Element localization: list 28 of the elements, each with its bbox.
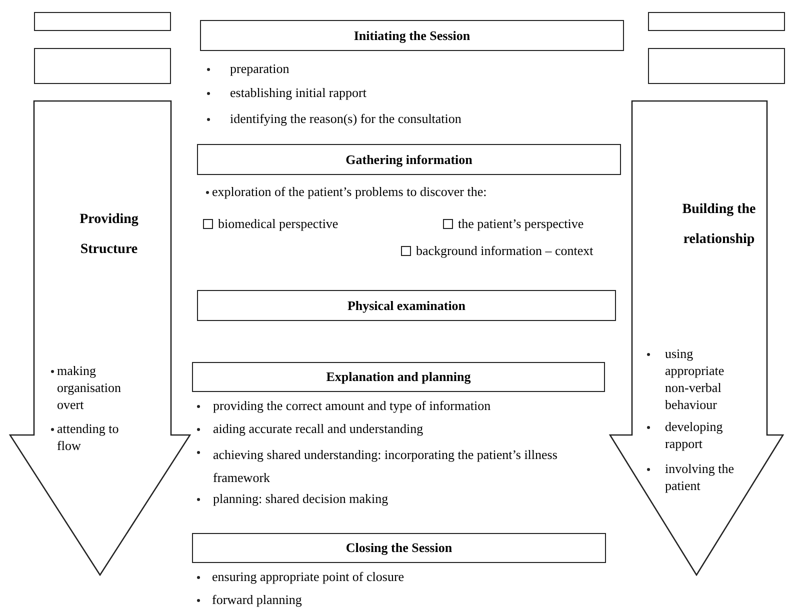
heading-box: Explanation and planning [192, 362, 605, 392]
bullet-text: biomedical perspective [218, 215, 338, 232]
bullet-text: aiding accurate recall and understanding [213, 420, 424, 437]
bullet-text: developing rapport [665, 418, 724, 452]
bullet-text: identifying the reason(s) for the consultation [230, 110, 462, 127]
bullet-text: forward planning [212, 591, 302, 608]
heading-box: Gathering information [197, 144, 621, 175]
empty-box [648, 12, 785, 31]
heading-box: Initiating the Session [200, 20, 624, 51]
bullet-text: making organisation overt [57, 362, 122, 413]
heading-box: Physical examination [197, 290, 616, 321]
bullet-text: exploration of the patient’s problems to discover the: [212, 183, 487, 200]
empty-box [648, 48, 785, 84]
bullet-text: planning: shared decision making [213, 490, 388, 507]
bullet-text: attending to flow [57, 420, 120, 454]
bullet-text: using appropriate non-verbal behaviour [665, 345, 726, 413]
arrow-heading: Providing Structure [78, 211, 140, 259]
bullet-text: preparation [230, 60, 290, 77]
arrow-heading: Building the relationship [681, 201, 757, 249]
bullet-text: the patient’s perspective [458, 215, 584, 232]
bullet-text: involving the patient [665, 460, 735, 494]
bullet-text: establishing initial rapport [230, 84, 366, 101]
empty-box [34, 12, 171, 31]
empty-box [34, 48, 171, 84]
bullet-text: providing the correct amount and type of information [213, 397, 491, 414]
bullet-text: background information – context [416, 242, 594, 259]
heading-box: Closing the Session [192, 533, 606, 563]
bullet-text: ensuring appropriate point of closure [212, 568, 404, 585]
